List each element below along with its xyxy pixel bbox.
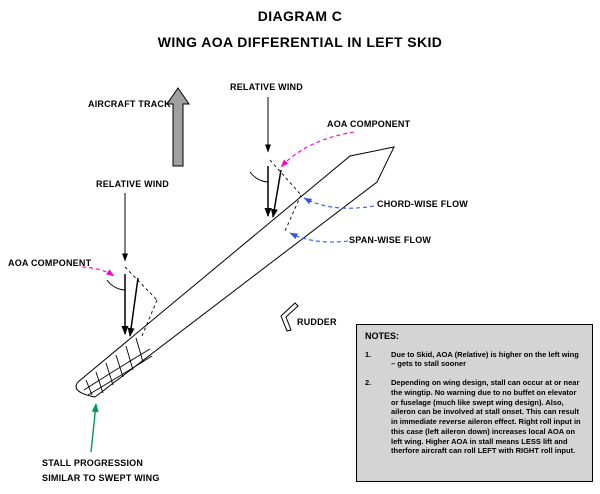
rudder-label: RUDDER	[297, 317, 337, 327]
wing-outline	[75, 146, 395, 398]
relative-wind-left-label: RELATIVE WIND	[96, 179, 169, 189]
note-number: 1.	[365, 349, 372, 359]
vector-dashed-line	[269, 159, 302, 196]
rudder-shape	[280, 302, 299, 332]
chord-wise-flow-label: CHORD-WISE FLOW	[377, 199, 468, 209]
stall-progression-arrow	[90, 403, 99, 453]
hatch-line	[135, 337, 144, 363]
aoa-component-left-arrow	[81, 266, 115, 277]
notes-box: NOTES: 1. Due to Skid, AOA (Relative) is…	[356, 324, 593, 482]
left-station-vectors	[106, 266, 158, 337]
right-station-vectors	[249, 159, 302, 232]
chord-wise-flow-arrow	[303, 197, 375, 209]
hatch-curve	[87, 355, 153, 396]
aoa-angle-arc	[249, 171, 269, 183]
hatch-line	[125, 345, 134, 371]
note-text: Due to Skid, AOA (Relative) is higher on…	[391, 349, 579, 369]
aoa-angle-arc	[106, 279, 126, 291]
stall-progression-label-2: SIMILAR TO SWEPT WING	[42, 473, 160, 483]
vector-dashed-line	[124, 266, 158, 301]
wind-component-arrow	[270, 169, 282, 218]
diagram-subtitle: WING AOA DIFFERENTIAL IN LEFT SKID	[157, 34, 443, 50]
stall-progression-label-1: STALL PROGRESSION	[42, 458, 144, 468]
vector-dashed-line	[284, 194, 302, 232]
hatch-line	[95, 371, 104, 394]
notes-heading: NOTES:	[365, 331, 400, 341]
aoa-component-left-label: AOA COMPONENT	[8, 258, 92, 268]
aircraft-track-arrow	[166, 87, 190, 167]
hatch-curve	[83, 348, 151, 391]
note-item: 2. Depending on wing design, stall can o…	[365, 378, 584, 456]
note-text: Depending on wing design, stall can occu…	[391, 378, 581, 456]
vector-dashed-line	[141, 299, 158, 337]
relative-wind-top-label: RELATIVE WIND	[230, 82, 303, 92]
stall-hatching	[83, 337, 153, 396]
span-wise-flow-arrow	[289, 232, 349, 243]
hatch-line	[115, 354, 124, 378]
hatch-line	[85, 379, 93, 396]
wind-component-arrow	[127, 277, 139, 337]
note-item: 1. Due to Skid, AOA (Relative) is higher…	[365, 350, 584, 370]
aircraft-track-label: AIRCRAFT TRACK	[88, 99, 171, 109]
aoa-component-right-label: AOA COMPONENT	[327, 119, 411, 129]
aoa-component-right-arrow	[280, 131, 355, 168]
note-number: 2.	[365, 378, 372, 388]
span-wise-flow-label: SPAN-WISE FLOW	[349, 235, 432, 245]
diagram-title: DIAGRAM C	[257, 8, 343, 24]
